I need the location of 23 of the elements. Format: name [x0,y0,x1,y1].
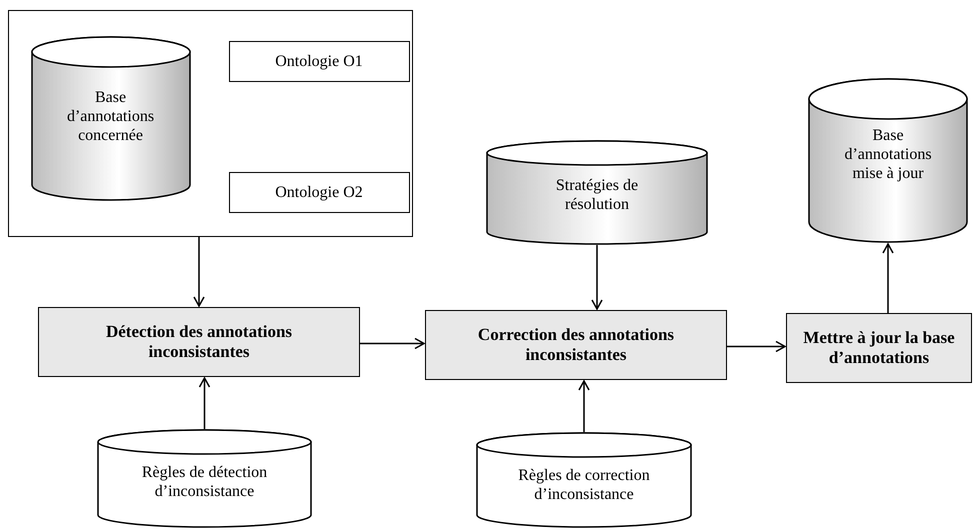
process-label: Mettre à jour la base d’annotations [802,328,956,368]
process-box [38,307,360,377]
node-label: Base d’annotations mise à jour [843,126,933,183]
arrow [578,380,590,432]
arrow [727,340,786,352]
process-label: Détection des annotations inconsistantes [104,322,294,362]
node-label: Ontologie O1 [275,52,363,70]
node-label: Base d’annotations concernée [66,88,156,144]
ontology-box [228,172,410,212]
node-label: Ontologie O2 [275,182,363,202]
arrow [360,338,425,350]
ontology-box [228,40,410,82]
node-label: Règles de détection d’inconsistance [140,463,268,501]
arrow [198,377,210,429]
arrow [591,245,603,310]
process-label: Correction des annotations inconsistantes [476,325,676,365]
arrow [193,237,205,307]
node-label: Règles de correction d’inconsistance [517,466,651,504]
process-box [786,313,972,383]
node-label: Stratégies de résolution [554,176,640,214]
process-box [425,310,727,380]
arrow [882,243,894,313]
group-frame [8,10,413,237]
